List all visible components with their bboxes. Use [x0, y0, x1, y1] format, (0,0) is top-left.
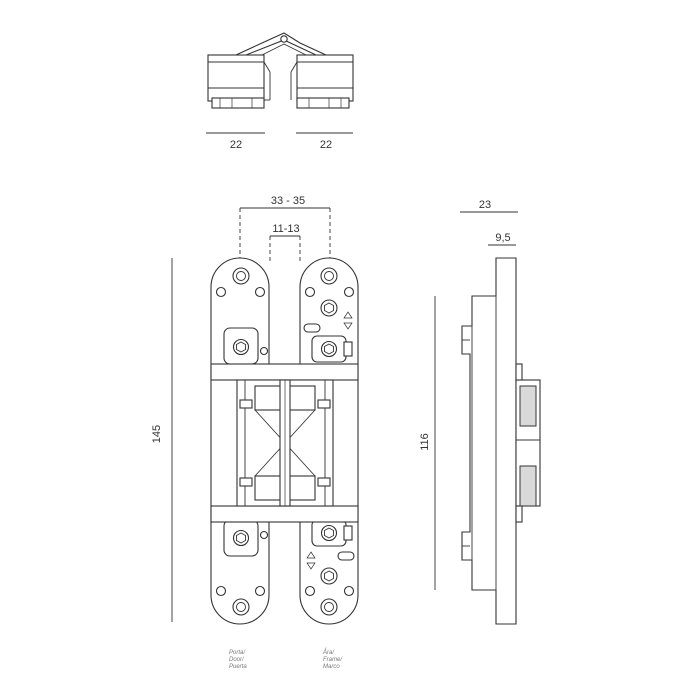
side-profile-outline — [461, 257, 517, 625]
caption-frame-2: Frame/ — [323, 657, 343, 663]
dim-top-right-width: 22 — [320, 139, 332, 151]
door-plate — [210, 257, 270, 625]
caption-door-3: Puerta — [229, 664, 247, 670]
dim-overall-length: 145 — [151, 425, 163, 443]
top-view-right-block — [290, 54, 354, 109]
top-view: 22 22 — [206, 32, 354, 151]
top-view-linkage — [235, 32, 327, 56]
caption-frame-3: Marco — [323, 664, 340, 670]
dim-top-left-width: 22 — [230, 139, 242, 151]
top-view-left-block — [207, 54, 271, 109]
dim-side-length: 116 — [419, 433, 431, 451]
dim-side-thickness: 9,5 — [495, 232, 510, 244]
side-view: 23 9,5 116 — [419, 199, 541, 625]
caption-frame-1: Ǻra/ — [322, 648, 335, 656]
dim-center-distance: 33 - 35 — [271, 195, 305, 207]
dim-inner-distance: 11-13 — [272, 223, 299, 235]
caption-door-1: Porta/ — [229, 650, 246, 656]
front-view: 33 - 35 11-13 145 — [151, 195, 359, 670]
dim-side-depth: 23 — [479, 199, 491, 211]
caption-door-2: Door/ — [229, 657, 245, 663]
hinge-mechanism — [210, 363, 359, 523]
